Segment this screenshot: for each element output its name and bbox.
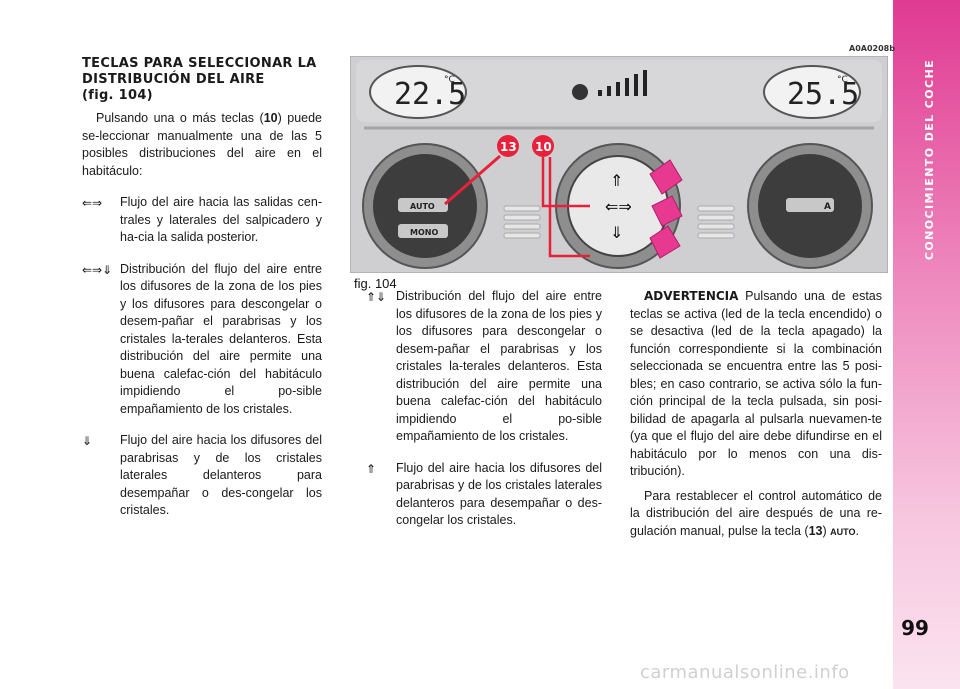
svg-text:⇐⇒: ⇐⇒: [605, 199, 632, 216]
callout-13-label: 13: [500, 140, 517, 154]
ac-button-label: A: [824, 202, 831, 212]
callout-10: 10: [532, 135, 590, 258]
page-number: 99: [901, 616, 929, 640]
fan-speed-icon: [572, 70, 647, 100]
vent-grille-right: [697, 205, 735, 239]
figure-label: fig. 104: [354, 276, 397, 291]
climate-panel-illustration: 22.5 25.5 °C °C AUTO MONO: [349, 55, 889, 274]
left-column: TECLAS PARA SELECCIONAR LA DISTRIBUCIÓN …: [82, 56, 322, 520]
airflow-feet-icon: ⇓: [82, 434, 93, 448]
restore-paragraph: Para restablecer el control automático d…: [630, 488, 882, 538]
watermark: carmanualsonline.info: [640, 662, 850, 683]
intro-paragraph: Pulsando una o más teclas (10) puede se-…: [82, 111, 322, 178]
air-distribution-knob: ⇑ ⇐⇒ ⇓: [555, 143, 681, 269]
list-item: ⇑ Flujo del aire hacia los difusores del…: [366, 460, 602, 530]
airflow-center-icon: ⇐⇒: [82, 196, 103, 210]
figure-code: A0A0208b: [849, 44, 895, 53]
left-temp-unit: °C: [444, 75, 455, 85]
svg-text:⇓: ⇓: [610, 225, 623, 242]
right-temp-display: [763, 65, 861, 119]
temperature-knob-left: AUTO MONO: [362, 143, 501, 269]
auto-button-label: AUTO: [410, 202, 435, 211]
right-temp-value: 25.5: [787, 77, 859, 112]
warning-paragraph: ADVERTENCIA Pulsando una de estas teclas…: [630, 289, 882, 478]
airflow-windscreen-feet-icon: ⇑⇓: [366, 290, 387, 304]
chapter-title: CONOCIMIENTO DEL COCHE: [922, 59, 936, 261]
left-temp-display: [369, 65, 467, 119]
climate-panel-figure: 22.5 25.5 °C °C AUTO MONO: [349, 55, 889, 274]
chapter-sidebar: [893, 0, 960, 689]
list-item: ⇐⇒ Flujo del aire hacia las salidas cen-…: [82, 194, 322, 247]
temperature-knob-right: A: [747, 143, 873, 269]
vent-grille-left: [503, 205, 541, 239]
callout-10-label: 10: [535, 140, 552, 154]
airflow-windscreen-icon: ⇑: [366, 461, 377, 476]
svg-text:⇑: ⇑: [610, 173, 623, 190]
right-temp-unit: °C: [837, 75, 848, 85]
airflow-center-feet-icon: ⇐⇒⇓: [82, 262, 113, 277]
list-item: ⇐⇒⇓ Distribución del flujo del aire entr…: [82, 261, 322, 419]
right-column: ADVERTENCIA Pulsando una de estas teclas…: [630, 288, 882, 541]
mono-button-label: MONO: [410, 228, 438, 237]
list-item: ⇓ Flujo del aire hacia los difusores del…: [82, 432, 322, 520]
callout-13: 13: [497, 135, 519, 157]
press-hand-icons: [649, 159, 683, 259]
section-heading: TECLAS PARA SELECCIONAR LA DISTRIBUCIÓN …: [82, 56, 317, 103]
list-item: ⇑⇓ Distribución del flujo del aire entre…: [366, 288, 602, 446]
left-temp-value: 22.5: [394, 77, 466, 112]
middle-column: ⇑⇓ Distribución del flujo del aire entre…: [366, 288, 602, 530]
